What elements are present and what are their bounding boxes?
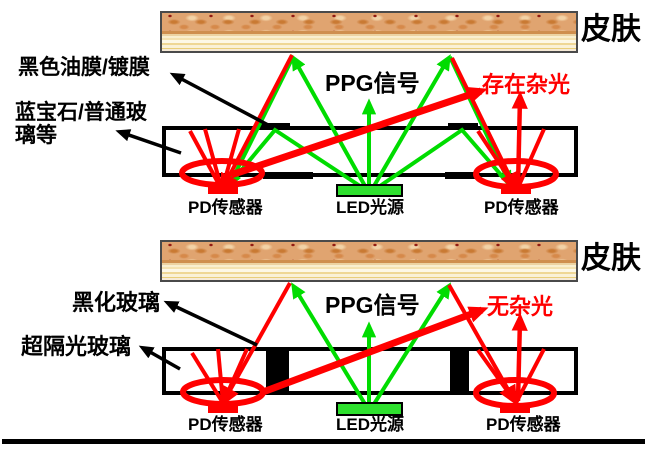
led-source-label-bottom: LED光源 [336,415,404,434]
skin-label-bottom: 皮肤 [581,242,641,275]
red-ray-skin-to-pd-left [220,54,294,194]
red-thick-stray-ray [261,306,489,396]
pd-sensor-left [208,403,238,413]
no-stray-light-label: 无杂光 [487,294,554,319]
pd-sensor-right [500,404,530,413]
glass-material-label-line1: 蓝宝石/普通玻 [15,101,147,124]
pd-sensor-right [501,185,531,194]
stray-light-label-top: 存在杂光 [482,72,571,97]
pd-sensor-label-top-right: PD传感器 [484,198,559,217]
led-source [336,402,403,416]
skin-dermis-texture [162,262,576,280]
blackened-glass-label-arrow [163,300,258,347]
black-film-top-left [258,123,290,130]
red-ray-skin-to-pd-right [450,57,518,193]
glass-material-label-line2: 璃等 [15,123,57,147]
isolation-glass-label-arrow [138,345,181,371]
glass-material-label: 蓝宝石/普通玻 璃等 [15,101,147,147]
coating-label-arrow [169,72,271,128]
skin-epidermis-texture [162,242,576,263]
led-source [336,184,403,197]
black-film-bottom-right [445,172,475,179]
pd-sensor-label-bottom-right: PD传感器 [486,415,561,434]
green-ray-led-to-skin-right [372,282,451,406]
black-film-bottom-left [263,172,313,179]
isolation-glass-label: 超隔光玻璃 [21,334,132,359]
red-stray-up-arrow-right [511,90,528,189]
green-ray-led-to-skin-left [291,282,367,406]
bottom-diagram [138,282,578,416]
black-film-top-right [448,123,478,130]
skin-strip-top [160,11,578,53]
pd-sensor-label-bottom-left: PD传感器 [188,415,263,434]
ppg-signal-label-top: PPG信号 [325,70,420,96]
blackened-glass-label: 黑化玻璃 [72,290,161,315]
skin-label-top: 皮肤 [581,13,641,46]
green-ray-led-to-skin-right [372,54,451,188]
led-source-label-top: LED光源 [336,198,404,217]
pd-sensor-left [208,184,238,194]
ppg-signal-label-bottom: PPG信号 [325,292,420,318]
skin-strip-bottom [160,240,578,282]
pd-sensor-label-top-left: PD传感器 [188,198,263,217]
bottom-divider-bar [2,439,645,444]
glass-label-arrow [115,129,182,155]
skin-dermis-texture [162,33,576,51]
coating-label: 黑色油膜/镀膜 [18,56,150,79]
top-diagram [115,54,578,197]
blackened-glass-barrier-right [450,349,469,393]
green-ray-led-to-skin-left [291,54,367,187]
skin-epidermis-texture [162,13,576,34]
red-thick-stray-ray [229,87,488,179]
red-fan-ray [514,348,546,404]
red-up-arrow-right [511,312,528,402]
